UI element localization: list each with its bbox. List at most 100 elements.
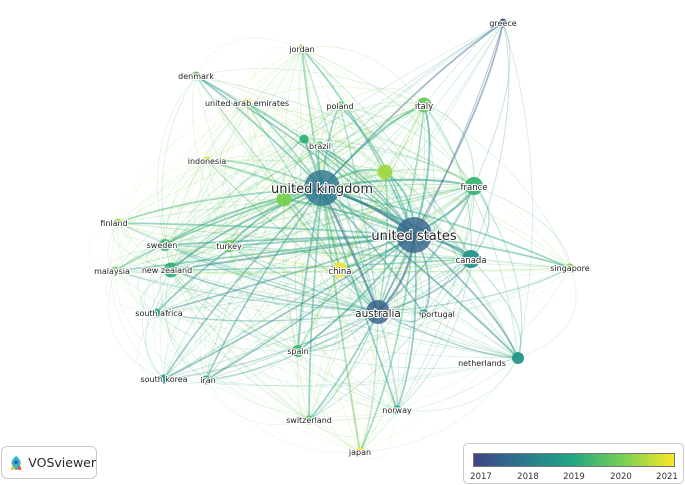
link-malaysia-spain — [114, 270, 299, 352]
link-switzerland-unlabeled-1 — [308, 171, 386, 421]
legend-tick-2021: 2021 — [656, 472, 678, 482]
node-greece[interactable] — [498, 18, 508, 28]
link-canada-indonesia — [206, 160, 472, 260]
link-finland-malaysia — [88, 222, 119, 272]
node-united-states[interactable] — [396, 217, 432, 253]
link-italy-poland — [339, 87, 425, 107]
node-label-sweden[interactable]: sweden — [146, 240, 179, 251]
node-france[interactable] — [465, 177, 483, 195]
link-united-kingdom-france — [321, 178, 475, 190]
node-label-iran[interactable]: iran — [199, 375, 217, 386]
node-label-new-zealand[interactable]: new zealand — [141, 265, 194, 276]
link-australia-jordan — [301, 48, 379, 313]
node-label-netherlands[interactable]: netherlands — [457, 358, 507, 369]
node-label-united-kingdom[interactable]: united kingdom — [270, 181, 374, 198]
node-label-japan[interactable]: japan — [347, 447, 372, 458]
link-italy-jordan — [301, 46, 425, 106]
node-unlabeled-1[interactable] — [377, 164, 393, 180]
link-italy-denmark — [195, 68, 425, 106]
link-canada-italy — [423, 104, 472, 260]
link-united-kingdom-spain — [297, 187, 323, 352]
node-label-norway[interactable]: norway — [381, 405, 413, 416]
node-japan[interactable] — [355, 447, 365, 457]
node-unlabeled-2[interactable] — [276, 191, 292, 207]
node-switzerland[interactable] — [304, 415, 314, 425]
node-brazil[interactable] — [315, 141, 325, 151]
node-label-portugal[interactable]: portugal — [420, 309, 456, 320]
node-label-jordan[interactable]: jordan — [287, 44, 316, 55]
node-label-spain[interactable]: spain — [286, 346, 310, 357]
link-united-states-singapore — [413, 234, 571, 269]
node-label-south-africa[interactable]: south africa — [134, 308, 184, 319]
node-united-kingdom[interactable] — [304, 170, 340, 206]
node-south-korea[interactable] — [159, 374, 169, 384]
link-italy-netherlands — [423, 104, 519, 359]
node-new-zealand[interactable] — [163, 262, 179, 278]
node-singapore[interactable] — [565, 263, 575, 273]
link-china-turkey — [228, 245, 341, 271]
node-label-finland[interactable]: finland — [99, 218, 129, 229]
node-iran[interactable] — [201, 375, 211, 385]
link-new-zealand-unlabeled-1 — [170, 171, 386, 271]
node-norway[interactable] — [392, 405, 402, 415]
node-label-united-arab-emirates[interactable]: united arab emirates — [204, 98, 290, 109]
node-italy[interactable] — [416, 97, 432, 113]
node-sweden[interactable] — [159, 239, 171, 251]
node-label-canada[interactable]: canada — [454, 255, 487, 267]
node-finland[interactable] — [113, 218, 123, 228]
link-indonesia-turkey — [200, 160, 230, 247]
node-denmark[interactable] — [191, 71, 201, 81]
node-china[interactable] — [332, 262, 348, 278]
link-united-arab-emirates-portugal — [246, 102, 425, 315]
node-label-singapore[interactable]: singapore — [549, 263, 591, 274]
link-united-arab-emirates-iran — [204, 102, 248, 381]
node-label-south-korea[interactable]: south korea — [139, 374, 188, 385]
link-indonesia-unlabeled-3 — [206, 135, 305, 162]
node-united-arab-emirates[interactable] — [242, 98, 252, 108]
node-label-united-states[interactable]: united states — [370, 228, 458, 245]
link-canada-unlabeled-3 — [303, 138, 472, 260]
node-poland[interactable] — [335, 101, 345, 111]
node-label-turkey[interactable]: turkey — [215, 241, 243, 252]
node-label-australia[interactable]: australia — [354, 307, 402, 321]
link-france-netherlands — [473, 185, 523, 359]
node-unlabeled-3[interactable] — [299, 134, 309, 144]
node-netherlands[interactable] — [512, 352, 524, 364]
link-poland-spain — [297, 105, 341, 352]
link-canada-turkey — [228, 245, 472, 260]
link-sweden-south-korea — [142, 244, 166, 380]
node-label-france[interactable]: france — [459, 182, 488, 194]
vosviewer-logo: VOSviewer — [1, 446, 97, 479]
link-sweden-unlabeled-2 — [164, 198, 285, 246]
node-indonesia[interactable] — [202, 156, 212, 166]
node-canada[interactable] — [462, 250, 480, 268]
node-portugal[interactable] — [419, 309, 429, 319]
link-france-new-zealand — [170, 185, 475, 271]
node-label-china[interactable]: china — [327, 266, 352, 278]
node-label-denmark[interactable]: denmark — [177, 71, 215, 82]
link-italy-iran — [205, 104, 425, 381]
node-label-greece[interactable]: greece — [488, 18, 518, 29]
node-malaysia[interactable] — [110, 266, 120, 276]
link-south-africa-switzerland — [155, 312, 310, 421]
link-china-new-zealand — [170, 269, 341, 274]
link-jordan-netherlands — [301, 48, 519, 359]
node-label-brazil[interactable]: brazil — [308, 141, 332, 152]
link-finland-unlabeled-2 — [117, 198, 285, 224]
node-label-italy[interactable]: italy — [414, 101, 434, 113]
link-australia-south-korea — [163, 311, 379, 380]
node-label-malaysia[interactable]: malaysia — [93, 266, 131, 277]
node-turkey[interactable] — [223, 240, 235, 252]
link-denmark-unlabeled-1 — [195, 75, 386, 173]
link-china-sweden — [164, 244, 341, 271]
node-south-africa[interactable] — [151, 308, 161, 318]
link-jordan-finland — [117, 48, 303, 224]
node-australia[interactable] — [366, 300, 390, 324]
link-canada-china — [339, 258, 472, 271]
node-label-indonesia[interactable]: indonesia — [187, 156, 228, 167]
node-jordan[interactable] — [297, 44, 307, 54]
node-spain[interactable] — [292, 345, 304, 357]
node-label-poland[interactable]: poland — [325, 101, 354, 112]
node-label-switzerland[interactable]: switzerland — [285, 415, 333, 426]
link-singapore-south-africa — [155, 267, 571, 314]
